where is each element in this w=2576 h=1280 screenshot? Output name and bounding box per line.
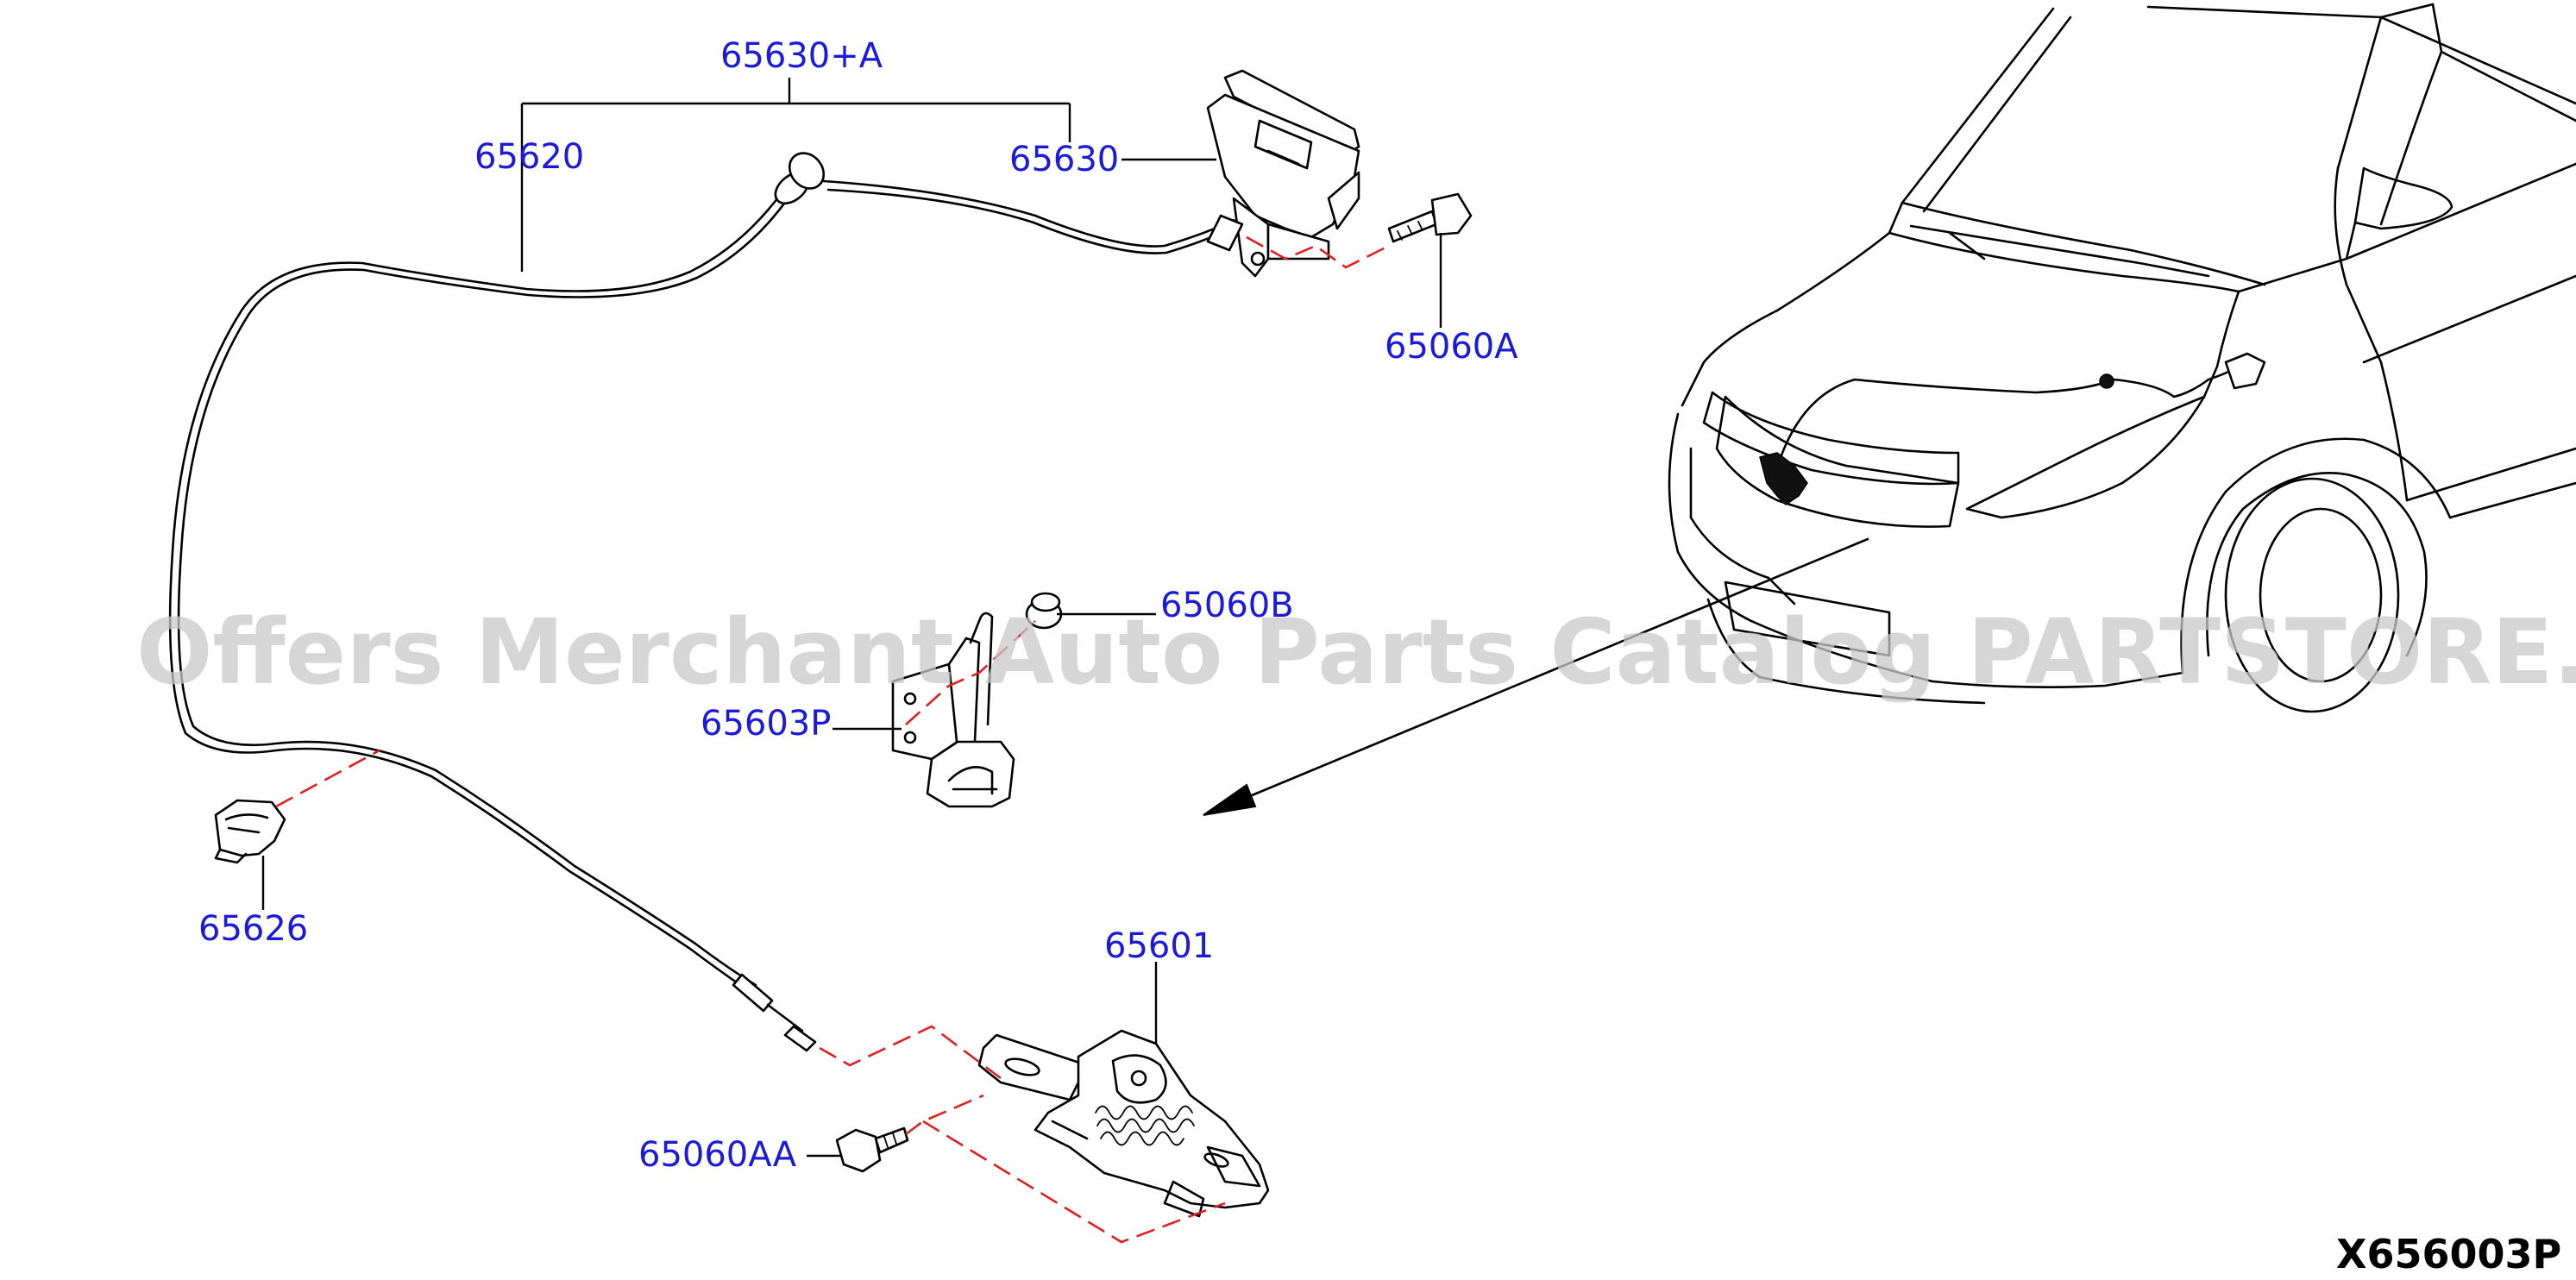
label-bolt-a: 65060A bbox=[1385, 327, 1518, 367]
bolt-65060a bbox=[1387, 192, 1473, 243]
label-nut-b: 65060B bbox=[1160, 586, 1294, 625]
bolt-65060aa bbox=[835, 1126, 909, 1173]
label-lock: 65601 bbox=[1104, 926, 1214, 966]
assembly-lines bbox=[275, 235, 1390, 1244]
label-clip: 65626 bbox=[198, 909, 308, 949]
label-handle: 65630 bbox=[1009, 140, 1119, 179]
hood-striker bbox=[891, 612, 1015, 808]
release-cable bbox=[168, 152, 1237, 1052]
label-bolt-aa: 65060AA bbox=[638, 1135, 797, 1175]
pointer-arrow bbox=[1203, 537, 1869, 816]
diagram-code: X656003P bbox=[2336, 1231, 2561, 1277]
label-cable: 65620 bbox=[474, 137, 584, 177]
leader-lines bbox=[261, 78, 1442, 1158]
watermark: Offers Merchant Auto Parts Catalog PARTS… bbox=[136, 599, 2576, 705]
label-kit: 65630+A bbox=[720, 36, 883, 76]
car-illustration bbox=[1668, 3, 2576, 713]
cable-clip bbox=[214, 799, 286, 864]
hood-lock bbox=[977, 1029, 1270, 1218]
hood-release-handle bbox=[1206, 69, 1360, 278]
label-striker: 65603P bbox=[701, 704, 831, 744]
